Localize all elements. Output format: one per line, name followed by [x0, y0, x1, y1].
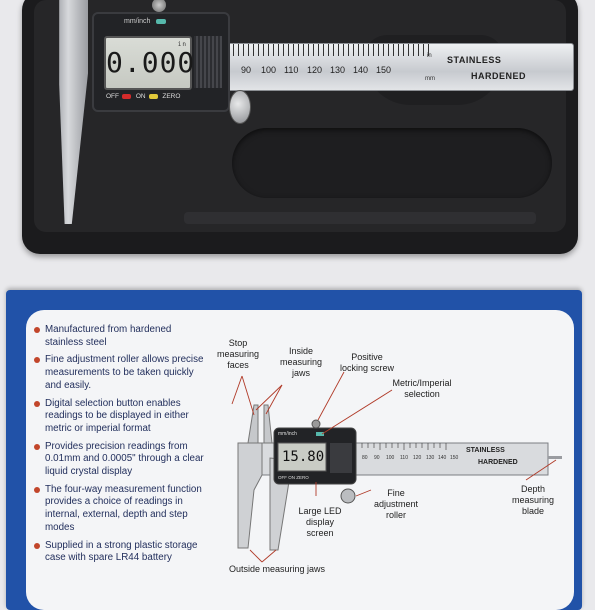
product-box: Manufactured from hardened stainless ste…: [6, 290, 582, 610]
feature-item: Supplied in a strong plastic storage cas…: [34, 540, 209, 565]
thumb-grip: [194, 36, 222, 88]
scale-number: 120: [307, 65, 323, 75]
label-fine-roller: Fine adjustment roller: [373, 488, 419, 520]
diagram-lcd: [277, 442, 327, 472]
callout-lines: [231, 371, 557, 563]
diagram-inside-jaw-right: [263, 404, 273, 444]
diagram-scale-number: 80: [362, 455, 368, 461]
label-led-screen: Large LED display screen: [298, 506, 342, 538]
diagram-inside-jaw-left: [247, 404, 259, 444]
unit-switch-button[interactable]: [156, 19, 166, 24]
diagram-locking-screw: [311, 419, 321, 429]
lcd-unit: in: [177, 41, 187, 48]
locking-screw: [152, 0, 166, 12]
diagram-scale-number: 140: [438, 455, 447, 461]
diagram-roller: [340, 488, 356, 504]
button-row: OFF ON ZERO: [106, 93, 183, 100]
box-info-panel: Manufactured from hardened stainless ste…: [26, 310, 574, 610]
diagram-depth-blade: [548, 456, 562, 459]
label-depth-blade: Depth measuring blade: [511, 484, 555, 516]
label-outside-jaws: Outside measuring jaws: [228, 564, 326, 574]
scale-unit-mm: mm: [425, 76, 435, 82]
diagram-unit-switch-label: mm/inch: [278, 431, 297, 437]
caliper-digital-head: mm/inch 0.000 in OFF ON ZERO: [92, 12, 230, 112]
diagram-lcd-reading: 15.80: [282, 449, 325, 465]
feature-item: The four-way measurement function provid…: [34, 484, 209, 535]
diagram-scale-number: 100: [386, 455, 395, 461]
scale-number: 140: [353, 65, 369, 75]
lcd-display: 0.000 in: [104, 36, 196, 90]
case-slot: [232, 128, 552, 198]
scale-number: 130: [330, 65, 346, 75]
diagram-engraving-stainless: STAINLESS: [466, 447, 505, 454]
engraving-stainless: STAINLESS: [447, 55, 502, 65]
label-stop-faces: Stop measuring faces: [216, 338, 260, 370]
diagram-scale-number: 110: [400, 455, 408, 461]
storage-case: 70 80 90 100 110 120 130 140 150 in mm S…: [22, 0, 578, 254]
diagram-scale-number: 130: [426, 455, 435, 461]
label-locking-screw: Positive locking screw: [339, 352, 395, 373]
label-inside-jaws: Inside measuring jaws: [279, 346, 323, 378]
engraving-hardened: HARDENED: [471, 71, 527, 81]
diagram-engraving-hardened: HARDENED: [478, 459, 518, 466]
scale-unit-inch: in: [427, 53, 432, 59]
fine-adjustment-roller: [229, 90, 251, 124]
feature-item: Manufactured from hardened stainless ste…: [34, 324, 209, 349]
zero-button[interactable]: [148, 93, 158, 99]
caliper-diagram: [231, 371, 562, 563]
off-button[interactable]: [122, 93, 131, 99]
on-button-label: ON: [135, 93, 146, 100]
zero-button-label: ZERO: [162, 93, 181, 100]
feature-item: Digital selection button enables reading…: [34, 398, 209, 436]
scale-ticks: [233, 44, 433, 56]
label-metric-imperial: Metric/Imperial selection: [392, 378, 452, 399]
scale-number: 90: [241, 65, 252, 75]
feature-list: Manufactured from hardened stainless ste…: [34, 324, 209, 570]
case-rim: [184, 212, 536, 224]
diagram-scale-number: 120: [413, 455, 422, 461]
off-button-label: OFF: [106, 93, 119, 100]
diagram-grip: [330, 443, 352, 473]
scale-number: 100: [261, 65, 277, 75]
unit-switch-label: mm/inch: [124, 18, 151, 25]
scale-number: 110: [284, 65, 299, 75]
diagram-buttons-label: OFF ON ZERO: [278, 475, 309, 480]
caliper-main-scale: 70 80 90 100 110 120 130 140 150 in mm S…: [192, 43, 574, 91]
diagram-fixed-jaw: [237, 442, 263, 549]
diagram-scale-number: 150: [450, 455, 459, 461]
scale-number: 150: [376, 65, 392, 75]
feature-item: Fine adjustment roller allows precise me…: [34, 354, 209, 392]
diagram-scale-number: 90: [374, 455, 380, 461]
feature-item: Provides precision readings from 0.01mm …: [34, 441, 209, 479]
diagram-mode-button: [316, 432, 324, 436]
lcd-reading: 0.000: [106, 46, 196, 79]
